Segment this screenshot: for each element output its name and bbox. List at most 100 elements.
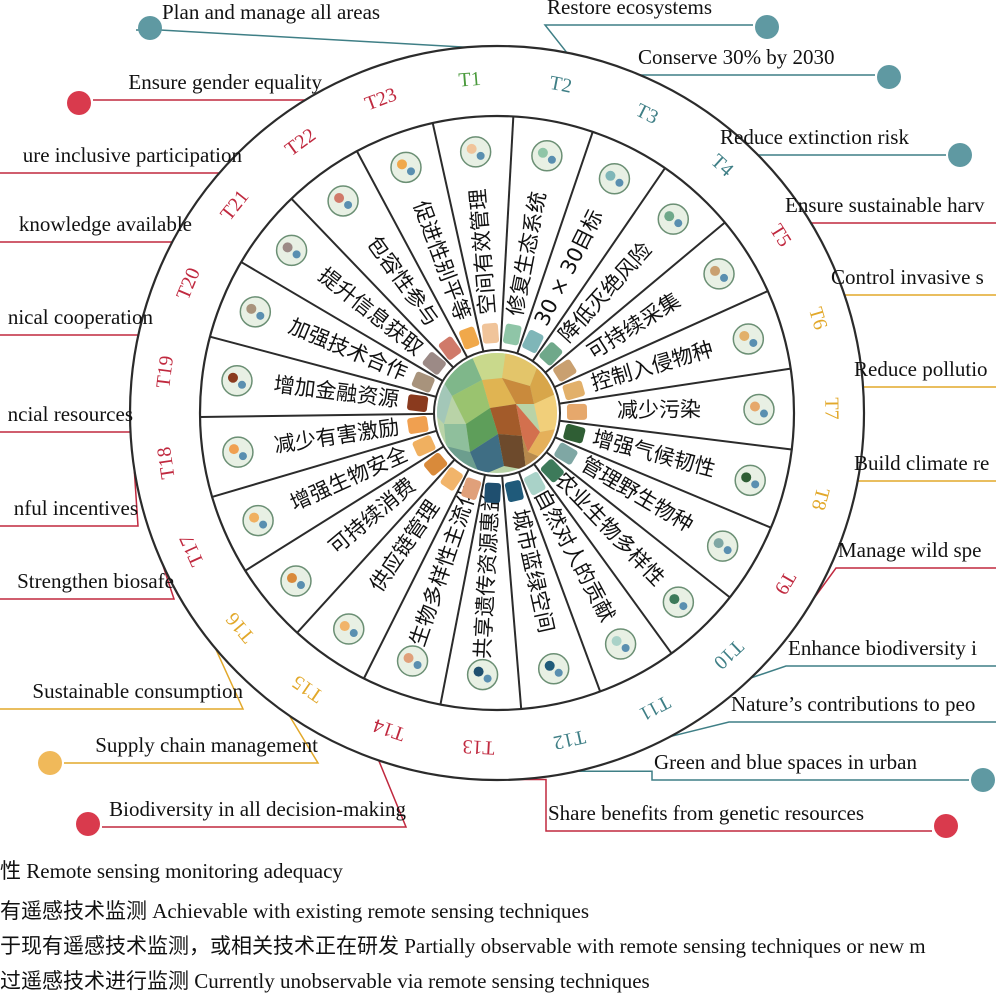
target-code-t2: T2	[548, 72, 574, 98]
callout-text: nical cooperation	[8, 305, 154, 329]
callout-t1: Plan and manage all areas	[138, 0, 380, 40]
dna-icon	[466, 658, 499, 691]
callout-t11: Nature’s contributions to peo	[731, 692, 975, 716]
contribution-icon	[604, 628, 637, 660]
callout-t17: Strengthen biosafe	[17, 569, 174, 593]
mainstream-icon	[396, 645, 429, 677]
callout-text: Green and blue spaces in urban	[654, 750, 917, 774]
sector-divider	[517, 471, 602, 692]
target-code-t19: T19	[152, 355, 178, 390]
callout-text: Supply chain management	[95, 733, 318, 757]
callout-t6: Control invasive s	[831, 265, 984, 289]
sector-divider	[439, 474, 486, 705]
indigenous-person-icon	[327, 185, 359, 217]
sector-dividers	[200, 116, 792, 710]
leader-line	[543, 24, 753, 54]
callout-t7: Reduce pollutio	[854, 357, 988, 381]
globe-target-icon	[598, 163, 631, 195]
callout-t2: Restore ecosystems	[547, 0, 779, 39]
callout-text: Enhance biodiversity i	[788, 636, 977, 660]
callout-t14: Biodiversity in all decision-making	[76, 797, 406, 836]
leader-line	[850, 480, 996, 508]
callout-text: Build climate re	[854, 451, 989, 475]
gender-icon	[390, 151, 422, 184]
sector-divider	[296, 458, 456, 634]
callout-text: Plan and manage all areas	[162, 0, 380, 24]
legend: 性 Remote sensing monitoring adequacy 有遥感…	[0, 859, 926, 993]
callout-text: ure inclusive participation	[23, 143, 243, 167]
callout-t3: Conserve 30% by 2030	[638, 45, 901, 89]
adequacy-chip-t22	[438, 336, 462, 360]
legend-item-unobservable: 过遥感技术进行监测 Currently unobservable via rem…	[0, 969, 650, 993]
legend-item-partial: 于现有遥感技术监测，或相关技术正在研发 Partially observable…	[0, 934, 926, 958]
sector-divider	[244, 445, 445, 572]
adequacy-chip-t19	[407, 394, 429, 412]
supply-chain-icon	[333, 613, 365, 645]
callout-t21: knowledge available	[19, 212, 192, 236]
adequacy-chips	[407, 322, 588, 504]
sector-divider	[516, 131, 594, 354]
leader-line	[102, 760, 408, 828]
adequacy-chip-t2	[502, 323, 522, 346]
callout-text: Conserve 30% by 2030	[638, 45, 835, 69]
sector-divider	[545, 451, 731, 599]
flower-icon	[732, 323, 765, 355]
callout-text: Reduce pollutio	[854, 357, 988, 381]
adequacy-dot-t2	[755, 15, 779, 39]
adequacy-dot-t14	[76, 812, 100, 836]
callout-text: nful incentives	[14, 496, 138, 520]
center-mosaic	[437, 353, 557, 473]
sector-divider	[355, 150, 469, 358]
callout-text: Ensure sustainable harv	[785, 193, 985, 217]
sector-divider	[531, 167, 666, 362]
agriculture-icon	[662, 586, 695, 618]
leader-line	[64, 715, 320, 764]
adequacy-chip-t4	[539, 342, 563, 366]
callout-text: Nature’s contributions to peo	[731, 692, 975, 716]
earth-restore-icon	[531, 140, 563, 172]
callout-text: Sustainable consumption	[32, 679, 243, 703]
adequacy-chip-t20	[411, 371, 435, 393]
leader-line	[0, 563, 176, 600]
adequacy-chip-t16	[424, 452, 448, 476]
wild-plant-icon	[706, 530, 739, 562]
leader-line	[750, 665, 996, 679]
callout-text: Ensure gender equality	[128, 70, 322, 94]
sector-divider	[290, 197, 455, 369]
adequacy-chip-t10	[540, 459, 564, 483]
callout-t13: Share benefits from genetic resources	[548, 801, 958, 838]
callout-text: ncial resources	[8, 402, 133, 426]
sector-divider	[559, 367, 791, 405]
callout-text: Strengthen biosafe	[17, 569, 174, 593]
adequacy-dot-t1	[138, 16, 162, 40]
leader-line	[635, 74, 875, 86]
callout-t8: Build climate re	[854, 451, 989, 475]
adequacy-chip-t11	[524, 472, 546, 496]
adequacy-chip-t17	[412, 435, 436, 457]
callout-t16: Sustainable consumption	[32, 679, 243, 703]
adequacy-chip-t21	[422, 352, 446, 375]
info-icon	[275, 234, 308, 267]
callout-t23: Ensure gender equality	[67, 70, 323, 115]
adequacy-chip-t13	[484, 482, 501, 504]
leader-line	[0, 648, 245, 710]
leader-line	[136, 29, 468, 48]
leader-line	[576, 770, 969, 781]
adequacy-chip-t23	[459, 326, 480, 350]
callout-t12: Green and blue spaces in urban	[654, 750, 995, 792]
adequacy-chip-t12	[504, 480, 524, 503]
target-code-t18: T18	[153, 445, 180, 480]
adequacy-dot-t3	[877, 65, 901, 89]
callout-t20: nical cooperation	[8, 305, 154, 329]
adequacy-chip-t6	[562, 380, 585, 401]
shield-icon	[242, 504, 274, 537]
adequacy-chip-t5	[553, 359, 577, 382]
adequacy-chip-t14	[461, 477, 482, 500]
target-code-t13: T13	[462, 735, 495, 759]
callout-text: knowledge available	[19, 212, 192, 236]
legend-title: 性 Remote sensing monitoring adequacy	[0, 859, 343, 883]
callout-text: Share benefits from genetic resources	[548, 801, 864, 825]
sector-divider	[554, 436, 772, 529]
callout-t22: ure inclusive participation	[23, 143, 243, 167]
